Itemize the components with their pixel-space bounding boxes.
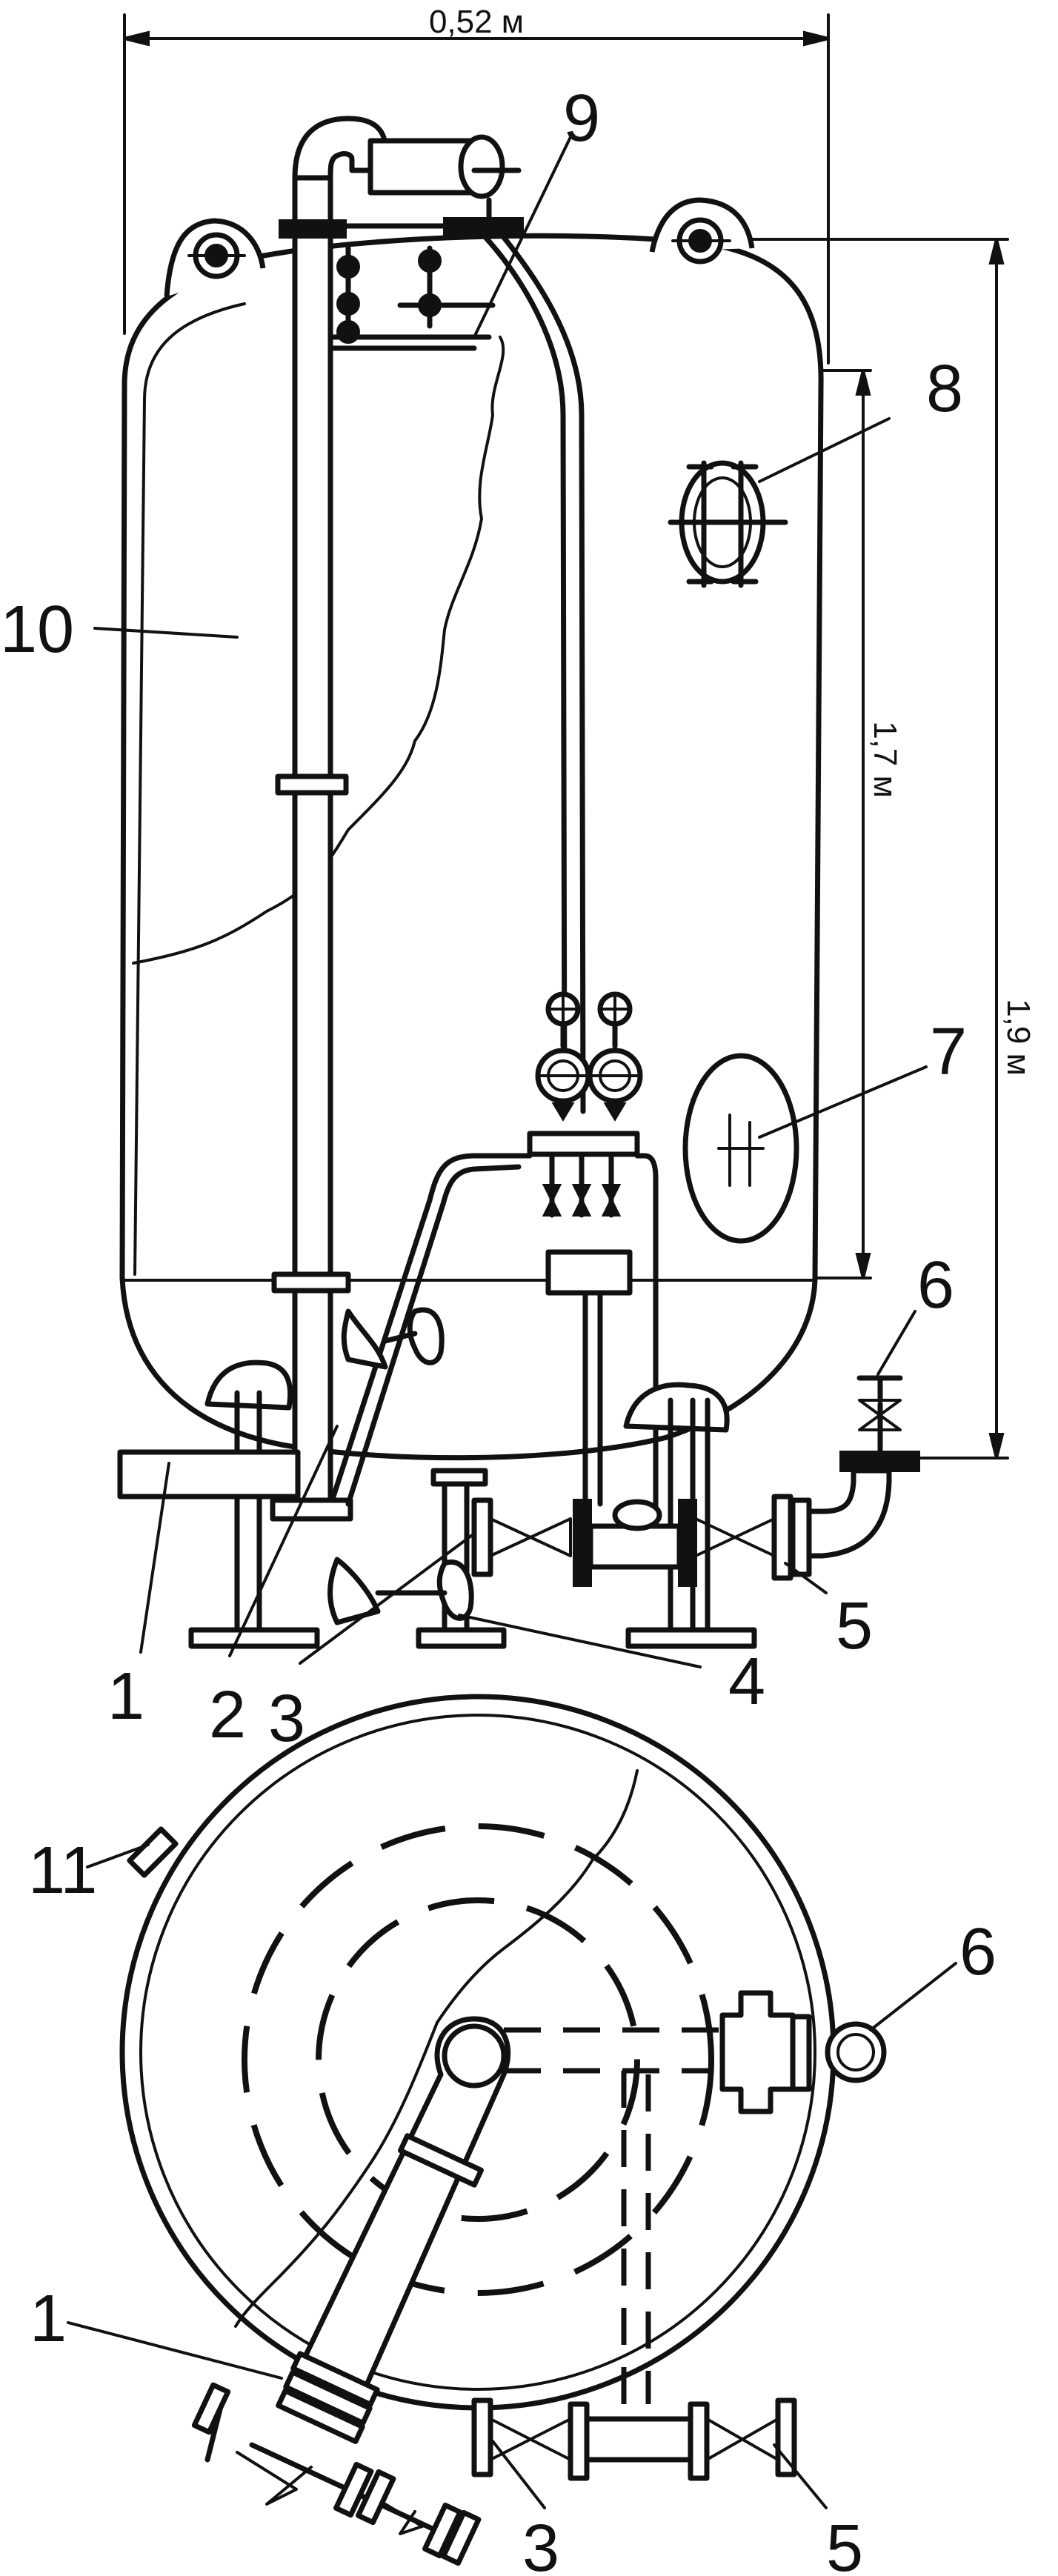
side-view-leaders — [93, 136, 928, 1668]
top-manifold — [327, 217, 524, 351]
label-2: 2 — [209, 1678, 246, 1752]
label-9: 9 — [563, 81, 600, 156]
support-leg-left — [188, 1359, 320, 1649]
label-1: 1 — [107, 1660, 144, 1734]
label-6-top: 6 — [959, 1915, 997, 1989]
sampling-valve-block — [330, 1131, 659, 1529]
top-view-riser — [276, 2016, 511, 2444]
dimension-width-label: 0,52 м — [429, 4, 524, 40]
top-view-dashed-branch — [504, 1990, 887, 2404]
air-vent-valve — [839, 1375, 920, 1472]
top-view-leaders — [67, 1843, 957, 2509]
dimension-width: 0,52 м — [123, 4, 830, 365]
top-view-inlet — [191, 2382, 482, 2566]
pressure-gauge-right — [587, 991, 643, 1122]
label-11: 11 — [28, 1834, 97, 1908]
label-8: 8 — [926, 352, 963, 426]
inlet-pipe — [117, 1449, 301, 1500]
label-10: 10 — [0, 593, 74, 667]
dimension-height-total: 1,9 м — [747, 238, 1037, 1460]
dimension-height-shell-label: 1,7 м — [867, 721, 903, 798]
label-1-top: 1 — [30, 2282, 67, 2356]
bottom-valve-train — [327, 1468, 892, 1625]
side-view-labels: 1 2 3 4 5 6 7 8 9 10 — [0, 81, 967, 1756]
label-5-top: 5 — [826, 2512, 863, 2576]
inspection-hatch — [682, 1053, 799, 1244]
manhole-cover — [668, 460, 788, 588]
top-view-nozzle-11 — [127, 1826, 179, 1878]
pressure-gauge-left — [535, 991, 591, 1122]
top-view-labels: 11 6 1 3 5 — [28, 1834, 997, 2576]
vessel-body — [119, 233, 824, 1461]
lifting-lug-right — [649, 197, 755, 264]
dimension-height-total-label: 1,9 м — [1000, 999, 1037, 1076]
label-7: 7 — [930, 1015, 967, 1089]
top-view-valve-train — [471, 2397, 797, 2481]
dimension-height-shell: 1,7 м — [814, 369, 903, 1279]
label-6: 6 — [917, 1248, 954, 1322]
butterfly-valve-left — [341, 1307, 445, 1370]
label-3-top: 3 — [522, 2512, 559, 2576]
lifting-lug-left — [164, 218, 266, 297]
label-4: 4 — [728, 1645, 765, 1719]
label-5: 5 — [836, 1589, 873, 1663]
